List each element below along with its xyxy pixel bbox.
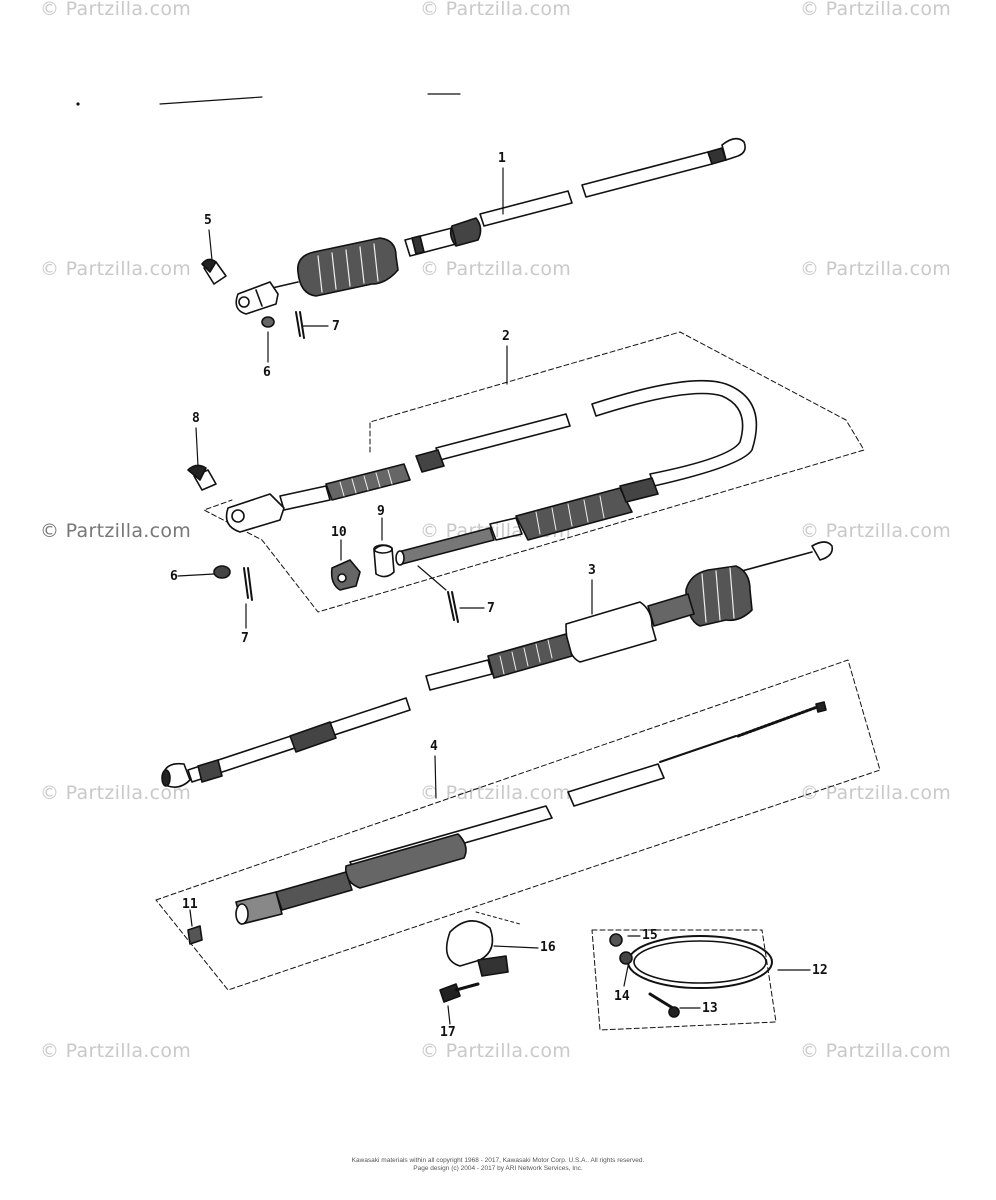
nut-part-11 <box>187 925 203 945</box>
callout-1: 1 <box>498 151 506 166</box>
watermark: © Partzilla.com <box>40 0 192 20</box>
washer-part-6 <box>261 316 275 328</box>
watermark: © Partzilla.com <box>420 1040 572 1062</box>
washer-part-6 <box>213 565 231 579</box>
callout-17: 17 <box>440 1025 456 1040</box>
cotter-pin-part-7 <box>243 567 253 601</box>
clamp-part-16 <box>445 911 521 977</box>
callout-6: 6 <box>263 365 271 380</box>
pin-part-5 <box>201 258 227 285</box>
watermark: © Partzilla.com <box>420 258 572 280</box>
watermark: © Partzilla.com <box>40 520 192 542</box>
group-frame-part-12 <box>591 929 777 1031</box>
watermark: © Partzilla.com <box>800 782 952 804</box>
callout-14: 14 <box>614 989 630 1004</box>
watermark: © Partzilla.com <box>40 258 192 280</box>
callout-13: 13 <box>702 1001 718 1016</box>
callout-7: 7 <box>332 319 340 334</box>
callout-10: 10 <box>331 525 347 540</box>
cable-part-3 <box>161 541 834 788</box>
callout-15: 15 <box>642 928 658 943</box>
adjuster-part-10 <box>330 559 361 591</box>
callout-4: 4 <box>430 739 438 754</box>
watermark: © Partzilla.com <box>800 258 952 280</box>
cable-part-4 <box>235 701 827 925</box>
bolt-part-17 <box>439 982 480 1003</box>
nut-part-15 <box>609 933 623 947</box>
washer-part-14 <box>619 951 633 965</box>
scan-marks <box>76 93 461 106</box>
cotter-pin-part-7 <box>295 311 305 339</box>
callout-7: 7 <box>241 631 249 646</box>
page-design-footer: Page design (c) 2004 - 2017 by ARI Netwo… <box>413 1165 583 1172</box>
watermark: © Partzilla.com <box>40 1040 192 1062</box>
leader-lines <box>177 167 811 1025</box>
watermark: © Partzilla.com <box>800 1040 952 1062</box>
cable-part-2 <box>225 379 758 566</box>
cable-part-1 <box>235 137 746 315</box>
watermark: © Partzilla.com <box>800 520 952 542</box>
watermark: © Partzilla.com <box>420 782 572 804</box>
group-frame-part-4 <box>155 659 881 991</box>
copyright-footer: Kawasaki materials within all copyright … <box>351 1157 645 1164</box>
callout-6: 6 <box>170 569 178 584</box>
callout-9: 9 <box>377 504 385 519</box>
callout-16: 16 <box>540 940 556 955</box>
callout-11: 11 <box>182 897 198 912</box>
callout-2: 2 <box>502 329 510 344</box>
watermark: © Partzilla.com <box>40 782 192 804</box>
callout-3: 3 <box>588 563 596 578</box>
group-frame-part-2 <box>203 331 865 613</box>
band-part-12 <box>627 935 773 989</box>
watermark: © Partzilla.com <box>420 0 572 20</box>
callout-8: 8 <box>192 411 200 426</box>
screw-part-13 <box>648 992 680 1018</box>
nut-part-9 <box>373 544 395 578</box>
watermark: © Partzilla.com <box>800 0 952 20</box>
callout-12: 12 <box>812 963 828 978</box>
cotter-pin-part-7 <box>447 591 459 623</box>
callout-5: 5 <box>204 213 212 228</box>
callout-7: 7 <box>487 601 495 616</box>
pin-part-8 <box>187 464 217 491</box>
